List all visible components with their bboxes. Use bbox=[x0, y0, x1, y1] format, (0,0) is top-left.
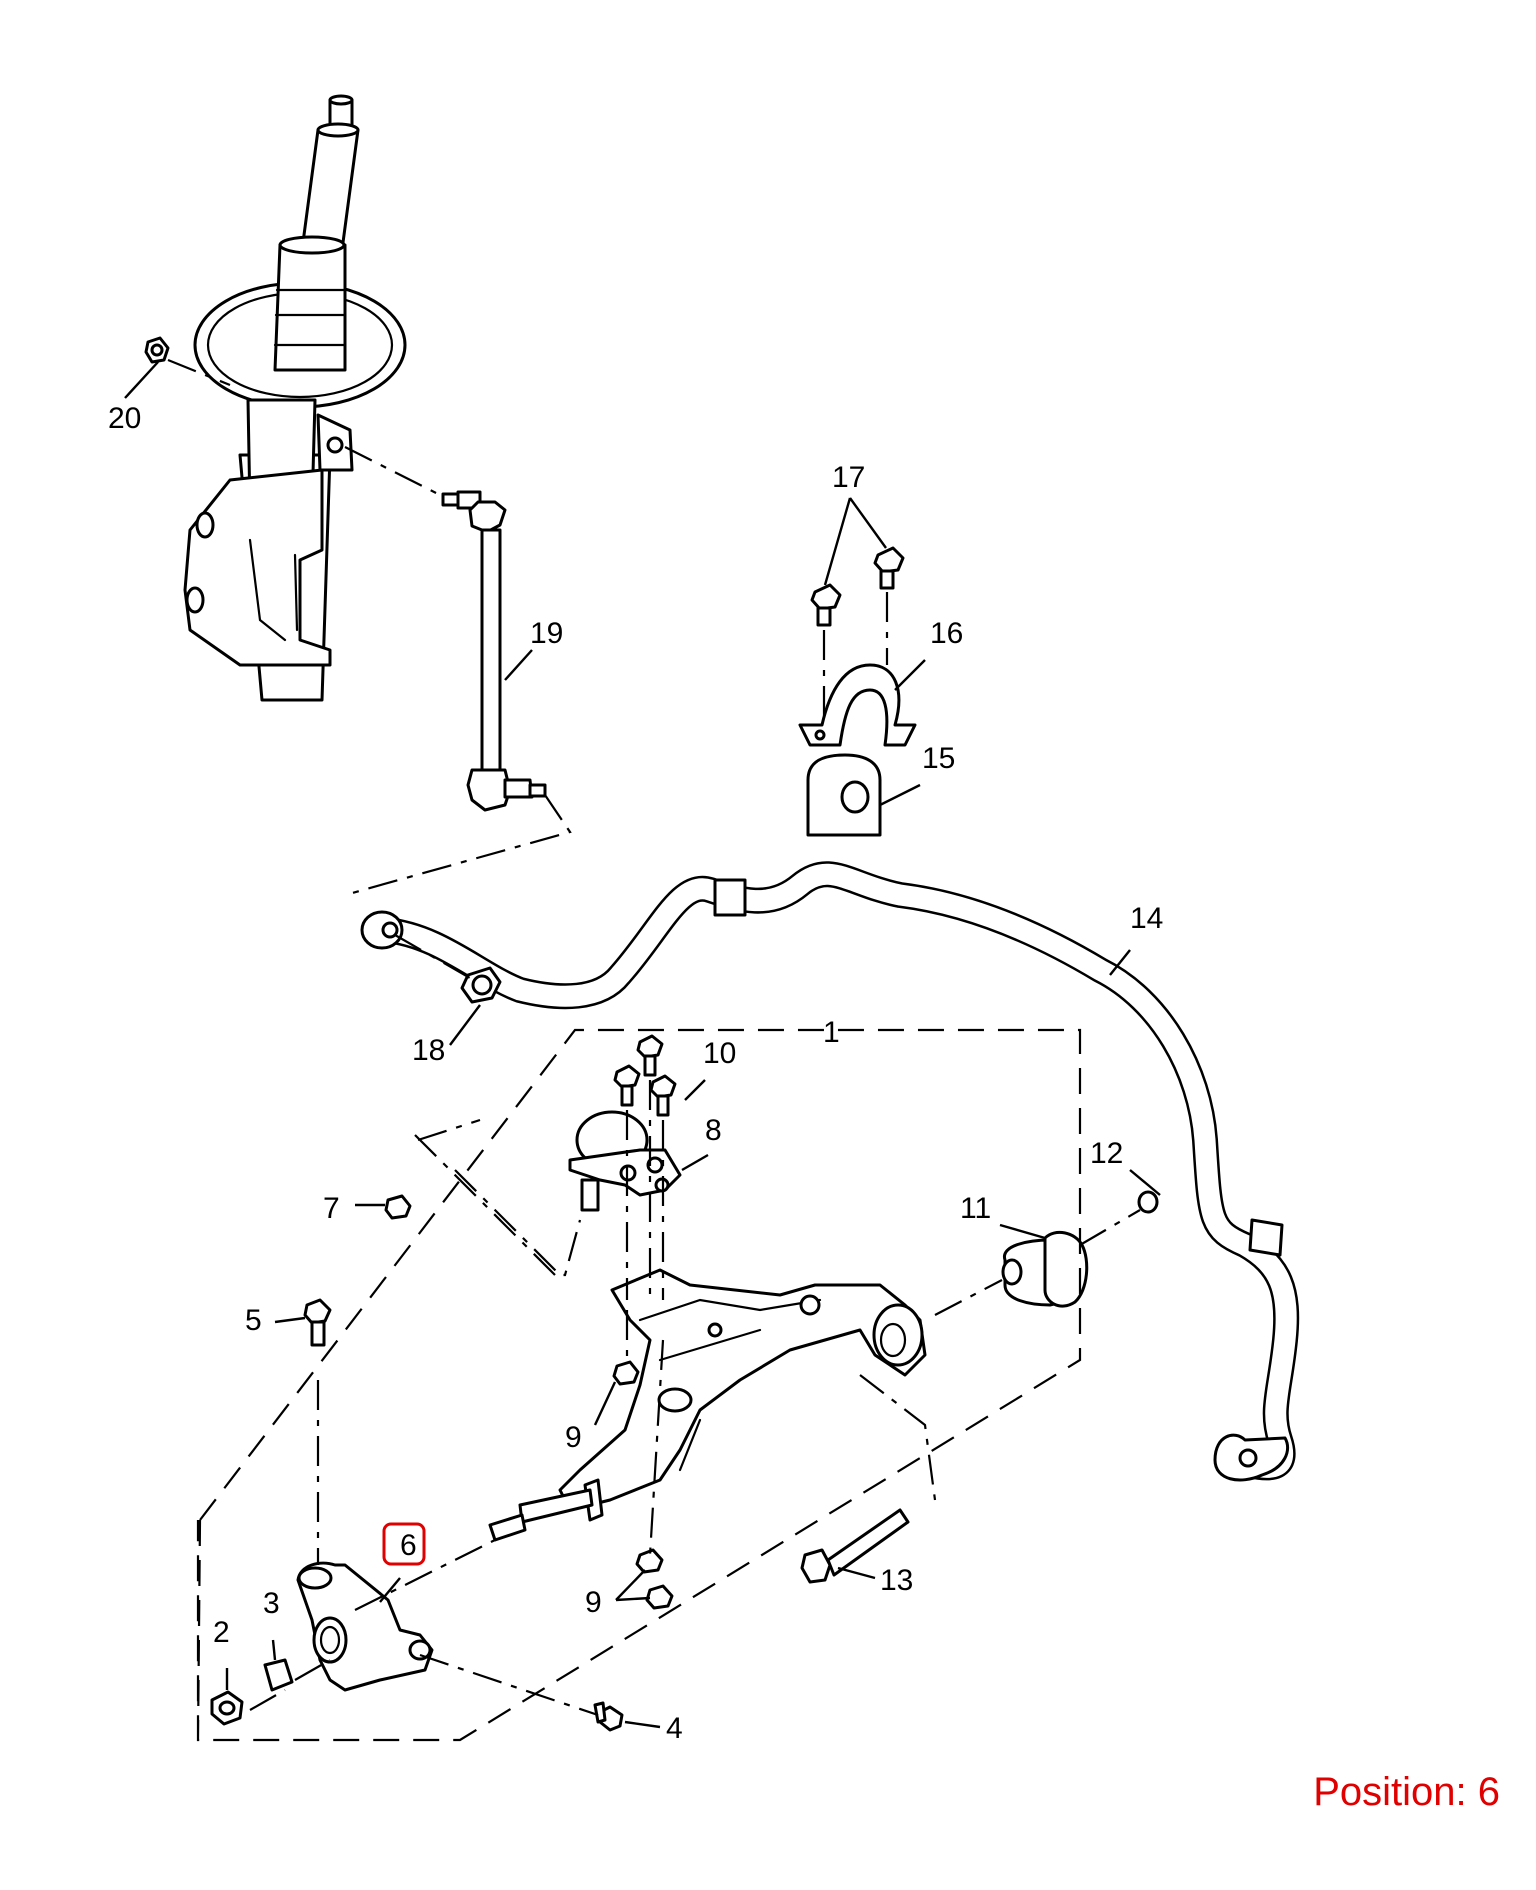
assembly-lines bbox=[167, 358, 1141, 1742]
bolt-13 bbox=[800, 1508, 910, 1584]
bushing-11 bbox=[1001, 1230, 1089, 1308]
label-11: 11 bbox=[960, 1192, 991, 1225]
leader-lines bbox=[124, 361, 1161, 1729]
nut-2 bbox=[210, 1690, 244, 1726]
bolts-10 bbox=[613, 1034, 677, 1117]
label-8: 8 bbox=[705, 1114, 722, 1147]
nuts-9 bbox=[612, 1360, 674, 1610]
label-16: 16 bbox=[930, 617, 963, 650]
label-9-lower: 9 bbox=[585, 1586, 602, 1619]
label-15: 15 bbox=[922, 742, 955, 775]
bushing-15 bbox=[806, 753, 882, 837]
bolts-17 bbox=[810, 546, 905, 627]
nut-18 bbox=[460, 966, 502, 1004]
nut-20 bbox=[144, 336, 170, 364]
bolt-4 bbox=[593, 1701, 624, 1732]
label-5: 5 bbox=[245, 1304, 262, 1337]
ball-joint-8 bbox=[568, 1110, 682, 1212]
bushing-bracket-6 bbox=[296, 1561, 434, 1692]
label-18: 18 bbox=[412, 1034, 445, 1067]
bolt-5 bbox=[303, 1298, 332, 1347]
label-20: 20 bbox=[108, 402, 141, 435]
label-4: 4 bbox=[666, 1712, 683, 1745]
label-10: 10 bbox=[703, 1037, 736, 1070]
stabilizer-bar bbox=[360, 861, 1300, 1482]
label-9-upper: 9 bbox=[565, 1421, 582, 1454]
callout-labels: 20 19 17 16 15 14 18 1 10 8 12 11 7 5 9 … bbox=[108, 402, 1163, 1745]
label-14: 14 bbox=[1130, 902, 1163, 935]
label-17: 17 bbox=[832, 461, 865, 494]
position-indicator: Position: 6 bbox=[1313, 1770, 1500, 1814]
label-13: 13 bbox=[880, 1564, 913, 1597]
stabilizer-link bbox=[441, 490, 547, 812]
lower-control-arm bbox=[488, 1268, 927, 1542]
label-19: 19 bbox=[530, 617, 563, 650]
label-12: 12 bbox=[1090, 1137, 1123, 1170]
clamp-16 bbox=[798, 663, 917, 747]
highlight-box-6 bbox=[382, 1522, 426, 1566]
washer-3 bbox=[263, 1658, 294, 1692]
nut-12 bbox=[1137, 1190, 1159, 1214]
label-3: 3 bbox=[263, 1587, 280, 1620]
label-2: 2 bbox=[213, 1616, 230, 1649]
label-7: 7 bbox=[323, 1192, 340, 1225]
strut-assembly bbox=[183, 94, 407, 702]
label-1: 1 bbox=[823, 1016, 840, 1049]
nut-7 bbox=[384, 1194, 412, 1220]
label-6: 6 bbox=[400, 1529, 417, 1562]
